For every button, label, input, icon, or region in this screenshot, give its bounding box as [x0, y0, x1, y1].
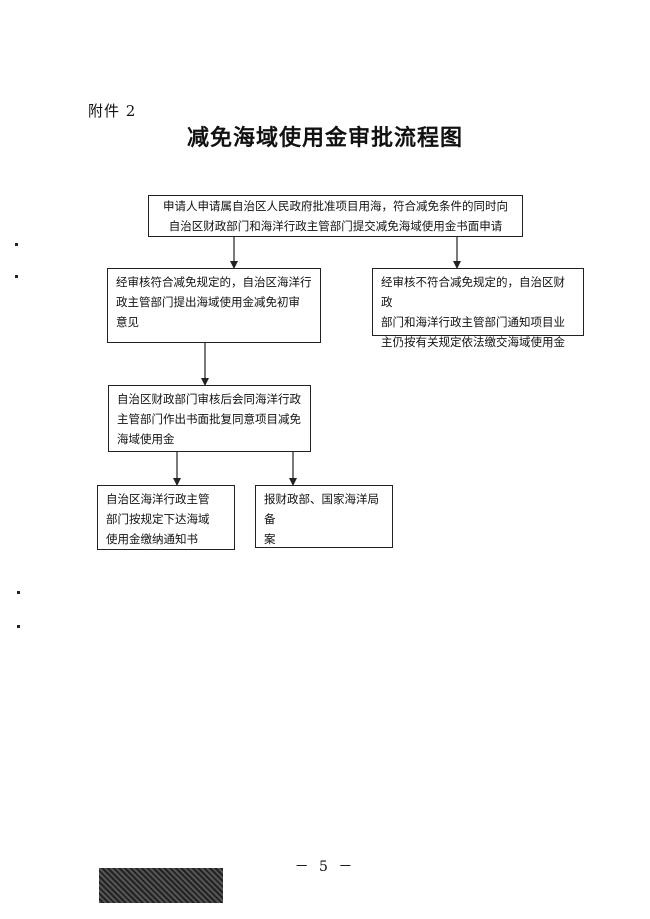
node-application-line: 自治区财政部门和海洋行政主管部门提交减免海域使用金书面申请: [168, 219, 503, 233]
attachment-label: 附件 2: [88, 102, 137, 120]
node-ineligible: 经审核不符合减免规定的，自治区财政 部门和海洋行政主管部门通知项目业 主仍按有关…: [372, 268, 584, 349]
node-application-line: 申请人申请属自治区人民政府批准项目用海，符合减免条件的同时向: [163, 199, 508, 213]
scan-speck: [15, 243, 18, 246]
node-payment-notice-line: 自治区海洋行政主管: [106, 492, 210, 506]
node-filing: 报财政部、国家海洋局备 案: [255, 485, 393, 548]
scan-speck: [15, 275, 18, 278]
node-application: 申请人申请属自治区人民政府批准项目用海，符合减免条件的同时向 自治区财政部门和海…: [148, 195, 523, 237]
node-eligible-opinion-line: 经审核符合减免规定的，自治区海洋行: [116, 275, 312, 289]
node-approval-line: 海域使用金: [117, 432, 175, 446]
redaction-block: [99, 868, 223, 903]
node-eligible-opinion: 经审核符合减免规定的，自治区海洋行 政主管部门提出海域使用金减免初审 意见: [107, 268, 321, 343]
node-filing-line: 报财政部、国家海洋局备: [264, 492, 379, 526]
node-payment-notice-line: 部门按规定下达海域: [106, 512, 210, 526]
node-payment-notice-line: 使用金缴纳通知书: [106, 532, 198, 546]
node-ineligible-line: 部门和海洋行政主管部门通知项目业: [381, 315, 565, 329]
node-approval-line: 主管部门作出书面批复同意项目减免: [117, 412, 301, 426]
node-eligible-opinion-line: 意见: [116, 315, 139, 329]
node-eligible-opinion-line: 政主管部门提出海域使用金减免初审: [116, 295, 300, 309]
node-filing-line: 案: [264, 532, 276, 546]
page-number: － 5 －: [294, 859, 356, 875]
node-approval: 自治区财政部门审核后会同海洋行政 主管部门作出书面批复同意项目减免 海域使用金: [108, 385, 311, 452]
node-approval-line: 自治区财政部门审核后会同海洋行政: [117, 392, 301, 406]
scan-speck: [17, 625, 20, 628]
scan-speck: [17, 591, 20, 594]
node-ineligible-line: 经审核不符合减免规定的，自治区财政: [381, 275, 565, 309]
node-payment-notice: 自治区海洋行政主管 部门按规定下达海域 使用金缴纳通知书: [97, 485, 235, 550]
diagram-title: 减免海域使用金审批流程图: [186, 125, 463, 151]
node-ineligible-line: 主仍按有关规定依法缴交海域使用金: [381, 335, 565, 349]
